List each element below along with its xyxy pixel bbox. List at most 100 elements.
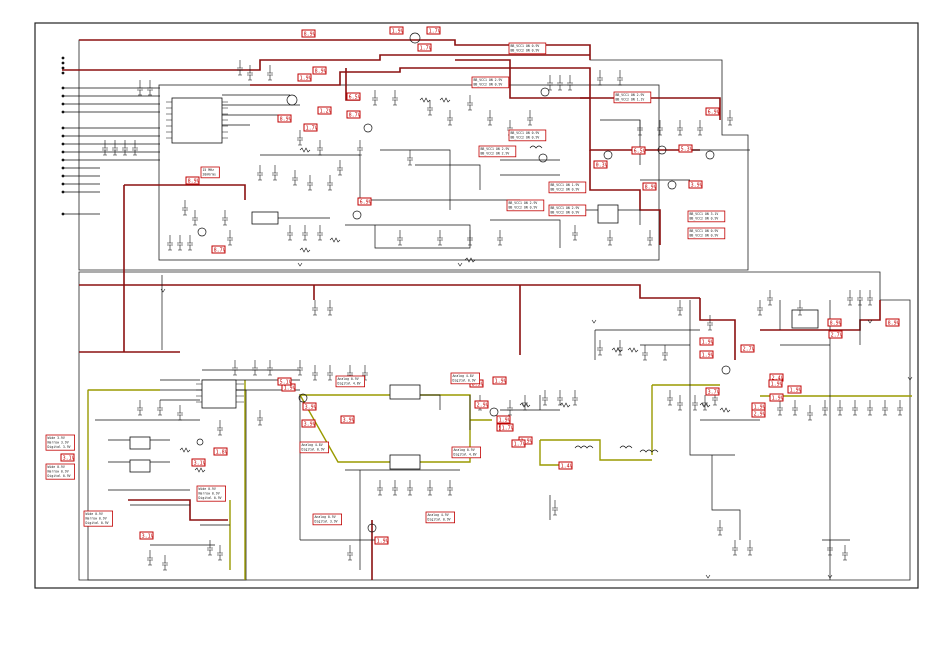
voltage-label-text: 1.9V — [499, 417, 511, 423]
mode-table-box — [335, 375, 366, 388]
capacitor-symbol — [732, 540, 738, 556]
capacitor-symbol — [267, 360, 273, 376]
voltage-label-text: 5.3V — [681, 146, 693, 152]
signal-arrow — [907, 376, 913, 381]
signal-arrow — [705, 574, 711, 579]
capacitor-symbol — [447, 480, 453, 496]
mode-table-line: BB_VCC1 ON 2.9V — [616, 93, 645, 97]
ic-filter-right — [791, 309, 819, 329]
connector-pin — [61, 182, 65, 186]
mode-table-line: Digital 0.9V — [86, 521, 109, 525]
resistor-symbol — [464, 257, 476, 263]
capacitor-symbol — [362, 365, 368, 381]
voltage-label-box — [511, 439, 526, 448]
voltage-label-box — [740, 344, 755, 353]
voltage-label-box — [297, 73, 312, 82]
capacitor-symbol — [137, 80, 143, 96]
voltage-label-box — [302, 402, 317, 411]
mode-table-line: BB_VCC1 ON 1.9V — [551, 183, 580, 187]
capacitor-symbol — [257, 165, 263, 181]
capacitor-symbol — [437, 230, 443, 246]
mode-table-line: BB_VCC2 ON 0.9V — [690, 217, 719, 221]
capacitor-symbol — [757, 300, 763, 316]
mode-table-box — [312, 513, 343, 526]
voltage-label-box — [699, 337, 714, 346]
capacitor-symbol — [147, 550, 153, 566]
voltage-label-box — [303, 123, 318, 132]
voltage-label-text: 2.9V — [477, 402, 489, 408]
ic-main-mixer — [171, 97, 223, 144]
mode-table-line: Analog 0.9V — [315, 515, 336, 519]
connector-pin — [61, 166, 65, 170]
voltage-label-text: 3.7V — [708, 389, 720, 395]
voltage-label: 3.1V — [60, 453, 75, 462]
voltage-label: 1.7V — [417, 43, 432, 52]
capacitor-symbol — [162, 555, 168, 571]
ic-chips — [129, 97, 819, 473]
voltage-label-box — [213, 447, 228, 456]
mode-table-line: Analog 4.8V — [302, 443, 323, 447]
voltage-label-text: 1.9V — [521, 438, 533, 444]
capacitor-symbol — [347, 365, 353, 381]
capacitor-symbol — [572, 390, 578, 406]
voltage-label: 3.1V — [139, 531, 154, 540]
capacitor-symbol — [487, 110, 493, 126]
mode-table-line: Wide 0.9V — [48, 465, 65, 469]
capacitor-symbol — [287, 225, 293, 241]
mode-table-box — [425, 511, 456, 524]
capacitor-symbol — [727, 110, 733, 126]
ic-regulator-top — [251, 211, 279, 225]
voltage-label: 8.9V — [185, 176, 200, 185]
mode-table-box — [508, 129, 547, 142]
mode-table-line: Narrow 0.9V — [86, 517, 107, 521]
capacitor-symbol — [247, 65, 253, 81]
voltage-label-box — [768, 379, 783, 388]
capacitor-symbol — [302, 225, 308, 241]
connector-pin — [61, 110, 65, 114]
capacitor-symbol — [372, 90, 378, 106]
signal-arrow — [591, 319, 597, 324]
capacitor-symbol — [642, 345, 648, 361]
voltage-label: 5.1V — [277, 377, 292, 386]
voltage-label-text: 8.9V — [304, 31, 316, 37]
connector-pin — [61, 190, 65, 194]
voltage-label: 1.9V — [389, 26, 404, 35]
capacitor-symbol — [147, 80, 153, 96]
voltage-label: 1.9V — [699, 350, 714, 359]
mode-table-line: BB_VCC1 ON 2.9V — [551, 206, 580, 210]
voltage-label: 6.5V — [631, 146, 646, 155]
capacitor-symbol — [837, 400, 843, 416]
ic-switch-a — [129, 436, 151, 450]
capacitor-symbol — [227, 230, 233, 246]
signal-arrow — [160, 288, 166, 293]
capacitor-symbol — [867, 400, 873, 416]
capacitor-symbol — [617, 70, 623, 86]
voltage-label: 1.9V — [768, 379, 783, 388]
capacitor-symbol — [237, 60, 243, 76]
voltage-label-text: 1.9V — [284, 385, 296, 391]
ic-pins — [166, 101, 244, 403]
capacitor-symbol — [137, 400, 143, 416]
capacitor-symbol — [167, 235, 173, 251]
voltage-label-box — [631, 146, 646, 155]
mode-table-line: Digital 3.9V — [315, 520, 338, 524]
drawing-frame — [34, 22, 919, 589]
voltage-label: 6.9V — [705, 107, 720, 116]
capacitor-symbol — [662, 345, 668, 361]
voltage-label-text: 3.1V — [142, 533, 154, 539]
mode-table-line: Wide 3.9V — [48, 436, 65, 440]
voltage-label-box — [492, 376, 507, 385]
voltage-label: 1.9V — [374, 536, 389, 545]
capacitor-symbol — [337, 160, 343, 176]
voltage-label: 6.9V — [357, 197, 372, 206]
voltage-label-box — [357, 197, 372, 206]
